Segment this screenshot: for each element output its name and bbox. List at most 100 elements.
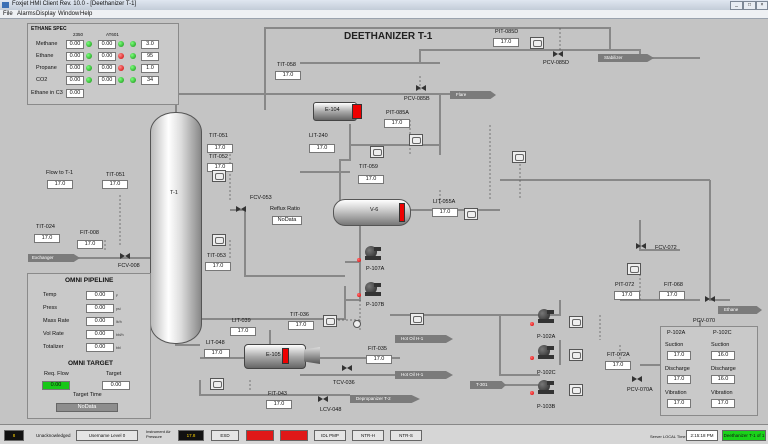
tag-label: FIT-035 <box>368 346 387 352</box>
maximize-button[interactable]: □ <box>743 1 756 10</box>
control-valve-icon[interactable] <box>705 295 715 303</box>
omni-row-name: Press <box>43 305 58 311</box>
alarm-button-red[interactable] <box>280 430 308 441</box>
transmitter-icon[interactable] <box>210 378 224 390</box>
stream-arrow-exchanger[interactable]: Exchanger <box>28 254 80 262</box>
status-indicator <box>86 77 92 83</box>
tag-label: Reflux Ratio <box>270 206 300 212</box>
transmitter-icon[interactable] <box>627 263 641 275</box>
stream-arrow-stabilizer[interactable]: Stabilizer <box>598 54 654 62</box>
target-input[interactable]: 0.00 <box>102 381 130 390</box>
spec-setpoint[interactable]: 95 <box>141 52 159 61</box>
transmitter-icon[interactable] <box>569 349 583 361</box>
spec-setpoint[interactable]: 34 <box>141 76 159 85</box>
req-flow-input[interactable]: 0.00 <box>42 381 70 390</box>
transmitter-icon[interactable] <box>410 313 424 325</box>
pump-value: 17.0 <box>711 399 735 408</box>
tag-value: 17.0 <box>605 361 631 370</box>
req-flow-label: Req. Flow <box>44 371 69 377</box>
transmitter-icon[interactable] <box>530 37 544 49</box>
exchanger-e105 <box>244 344 306 369</box>
minimize-button[interactable]: _ <box>730 1 743 10</box>
omni-row-name: Temp <box>43 292 57 298</box>
spec-row-name: Methane <box>36 41 58 47</box>
exchanger-e104-label: E-104 <box>325 107 340 113</box>
stream-arrow-flare[interactable]: Flare <box>450 91 496 99</box>
menu-display[interactable]: Display <box>36 11 56 17</box>
tag-value: 17.0 <box>266 400 292 409</box>
tag-label: PIT-072 <box>615 282 635 288</box>
esd-button[interactable]: ESD <box>211 430 239 441</box>
ntr-h-button[interactable]: NTR-H <box>352 430 384 441</box>
control-valve-icon[interactable] <box>318 395 328 403</box>
transmitter-icon[interactable] <box>409 134 423 146</box>
spec-value: 0.00 <box>98 40 116 49</box>
tag-label: FIT-043 <box>268 391 287 397</box>
control-valve-icon[interactable] <box>342 364 352 372</box>
display-selector[interactable]: Deethanizer T-1 of 1 <box>722 430 766 441</box>
stream-arrow-hot-oil[interactable]: Hot Oil H-1 <box>395 335 453 343</box>
column-t1-label: T-1 <box>170 190 178 196</box>
tag-value: 17.0 <box>207 144 233 153</box>
tag-value: 17.0 <box>309 144 335 153</box>
idl-pmp-button[interactable]: IDL PMP <box>314 430 346 441</box>
control-valve-icon[interactable] <box>416 84 426 92</box>
pump-icon[interactable] <box>365 282 381 297</box>
user-level-button[interactable]: Username Level 0 <box>76 430 138 441</box>
pump-row-label: Vibration <box>665 390 687 396</box>
tag-label: TIT-051 <box>106 172 125 178</box>
transmitter-icon[interactable] <box>212 170 226 182</box>
status-indicator <box>86 41 92 47</box>
pump-value: 17.0 <box>667 399 691 408</box>
pump-run-indicator <box>530 322 534 326</box>
spec-setpoint[interactable]: 1.0 <box>141 64 159 73</box>
pump-icon[interactable] <box>538 380 554 395</box>
omni-row-unit: bbl <box>116 346 121 350</box>
pump-icon[interactable] <box>538 345 554 360</box>
tag-label: LIT-048 <box>206 340 225 346</box>
exchanger-head <box>304 347 320 364</box>
tag-value: 17.0 <box>230 327 256 336</box>
ntr-s-button[interactable]: NTR-S <box>390 430 422 441</box>
stream-arrow-hot-oil[interactable]: Hot Oil H-1 <box>395 371 453 379</box>
server-time: 2:15:18 PM <box>686 430 718 441</box>
pump-icon[interactable] <box>538 309 554 324</box>
transmitter-icon[interactable] <box>569 384 583 396</box>
tag-label: TIT-051 <box>209 133 228 139</box>
transmitter-icon[interactable] <box>569 316 583 328</box>
transmitter-icon[interactable] <box>464 208 478 220</box>
control-valve-icon[interactable] <box>236 205 246 213</box>
stream-arrow-t301[interactable]: T-301 <box>470 381 506 389</box>
menu-window[interactable]: Window <box>58 11 80 17</box>
transmitter-icon[interactable] <box>212 234 226 246</box>
spec-value: 0.00 <box>98 64 116 73</box>
stream-arrow-depropanizer[interactable]: Depropanizer T-2 <box>350 395 420 403</box>
stream-arrow-ethane[interactable]: Ethane <box>718 306 762 314</box>
status-indicator <box>130 53 136 59</box>
pump-data-panel: P-102A P-102C Suction Suction 17.0 16.0 … <box>660 326 758 416</box>
menu-alarms[interactable]: Alarms <box>17 11 36 17</box>
instrument-air-value: 17.8 <box>178 430 204 441</box>
pump-label: P-107A <box>366 266 385 272</box>
transmitter-icon[interactable] <box>323 315 337 327</box>
valve-label: FCV-053 <box>250 195 272 201</box>
transmitter-icon[interactable] <box>370 146 384 158</box>
alarm-button-red[interactable] <box>246 430 274 441</box>
control-valve-icon[interactable] <box>553 50 563 58</box>
omni-row-unit: psi <box>116 307 121 311</box>
pump-icon[interactable] <box>365 246 381 261</box>
tag-value: 17.0 <box>614 291 640 300</box>
spec-setpoint[interactable]: 3.0 <box>141 40 159 49</box>
pump-row-label: Suction <box>665 342 684 348</box>
transmitter-icon[interactable] <box>512 151 526 163</box>
menu-file[interactable]: File <box>3 11 13 17</box>
control-valve-icon[interactable] <box>632 375 642 383</box>
server-time-label: Server LOCAL Time <box>650 434 686 439</box>
control-valve-icon[interactable] <box>636 242 646 250</box>
tag-value: 17.0 <box>77 240 103 249</box>
app-icon <box>2 2 9 8</box>
pump-panel-title: P-102C <box>713 330 732 336</box>
control-valve-icon[interactable] <box>120 252 130 260</box>
spec-value: 0.00 <box>66 89 84 98</box>
menu-help[interactable]: Help <box>80 11 93 17</box>
